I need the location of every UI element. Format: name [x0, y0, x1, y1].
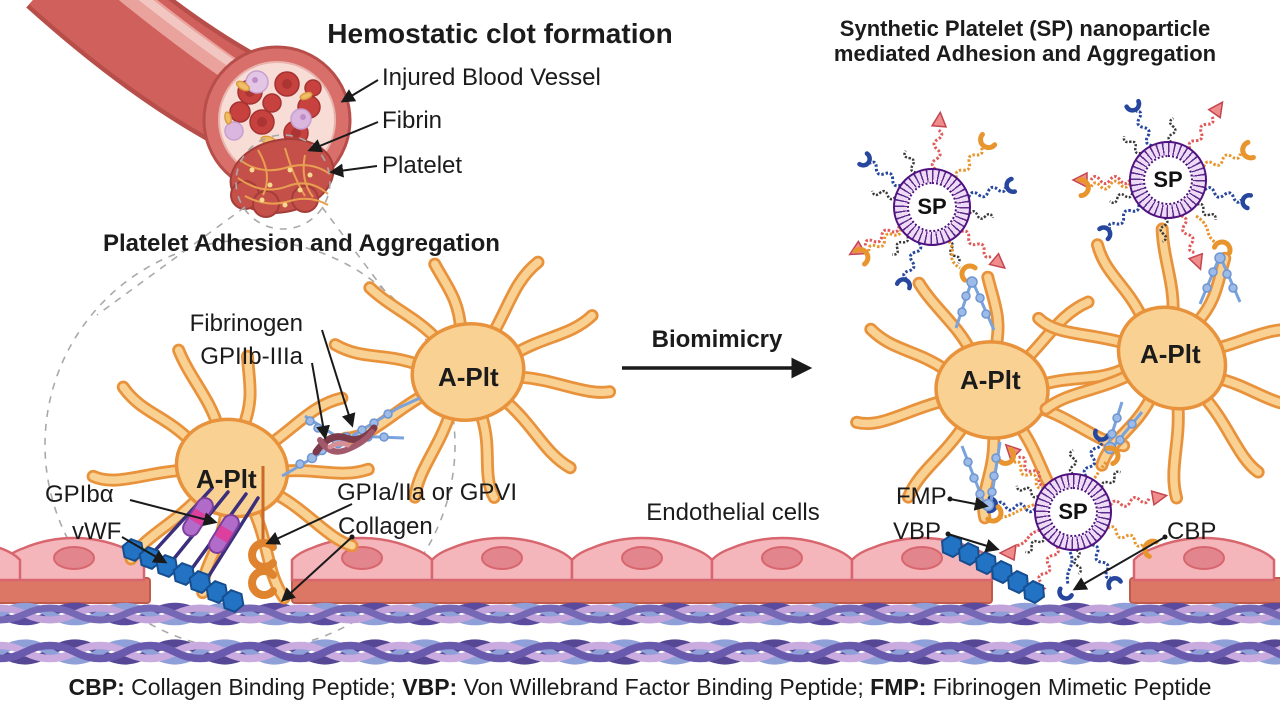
a-plt-label: A-Plt — [438, 362, 499, 392]
sp-platelet-connector-3 — [960, 441, 1037, 524]
label-gpia-iia: GPIa/IIa or GPVI — [337, 479, 518, 506]
sp-nanoparticle-bottom: SP — [1034, 473, 1112, 551]
legend-vbp-abbr: VBP: — [402, 674, 458, 700]
legend-fmp-abbr: FMP: — [870, 674, 927, 700]
sp-platelet-connector-4 — [1085, 401, 1144, 488]
sp-platelet-connector-1 — [944, 236, 996, 331]
collagen-fibers — [0, 602, 1280, 665]
label-platelet: Platelet — [382, 152, 463, 179]
legend-cbp-text: Collagen Binding Peptide; — [124, 674, 403, 700]
legend-vbp-text: Von Willebrand Factor Binding Peptide; — [457, 674, 871, 700]
sp-label: SP — [1153, 167, 1183, 192]
label-gpiib-iiia: GPIIb-IIIa — [200, 343, 303, 370]
label-biomimicry: Biomimicry — [651, 326, 783, 353]
label-injured-blood-vessel: Injured Blood Vessel — [382, 64, 601, 91]
fibrin-strand — [312, 424, 378, 456]
clot-platelet-dots — [249, 167, 313, 208]
label-fibrinogen: Fibrinogen — [189, 310, 303, 337]
label-fibrin: Fibrin — [382, 107, 443, 134]
blood-vessel-illustration — [26, 0, 352, 218]
sp-nanoparticle-top-left: SP — [893, 168, 971, 246]
legend-caption: CBP: Collagen Binding Peptide; VBP: Von … — [0, 674, 1280, 701]
vbp-bond — [998, 528, 1041, 562]
white-blood-cells — [224, 70, 312, 141]
label-collagen: Collagen — [338, 513, 433, 540]
leader-lines — [121, 79, 1168, 602]
gpib-vwf-complex — [118, 486, 260, 615]
left-panel-subtitle: Platelet Adhesion and Aggregation — [103, 230, 500, 257]
cbp-bond — [1057, 551, 1072, 601]
left-panel-title: Hemostatic clot formation — [327, 18, 673, 49]
label-vwf: vWF — [72, 518, 122, 545]
label-endothelial-cells: Endothelial cells — [646, 499, 820, 526]
clot — [229, 138, 335, 218]
label-gpiba: GPIbα — [45, 481, 114, 508]
right-panel-title-line2: mediated Adhesion and Aggregation — [833, 41, 1217, 66]
sp-platelet-connector-2 — [1195, 214, 1242, 305]
legend-cbp-abbr: CBP: — [68, 674, 125, 700]
sp-nanoparticle-top-right: SP — [1129, 141, 1207, 219]
sp-label: SP — [1058, 499, 1088, 524]
a-plt-label: A-Plt — [196, 464, 257, 494]
label-cbp: CBP — [1167, 518, 1217, 545]
label-fmp: FMP — [896, 483, 947, 510]
label-vbp: VBP — [893, 518, 942, 545]
a-plt-label: A-Plt — [1140, 339, 1201, 369]
sp-label: SP — [917, 194, 947, 219]
right-panel-title-line1: Synthetic Platelet (SP) nanoparticle — [839, 16, 1211, 41]
endothelium — [0, 536, 1280, 604]
a-plt-label: A-Plt — [960, 365, 1021, 395]
legend-fmp-text: Fibrinogen Mimetic Peptide — [926, 674, 1212, 700]
fibrin-mesh — [237, 147, 331, 206]
